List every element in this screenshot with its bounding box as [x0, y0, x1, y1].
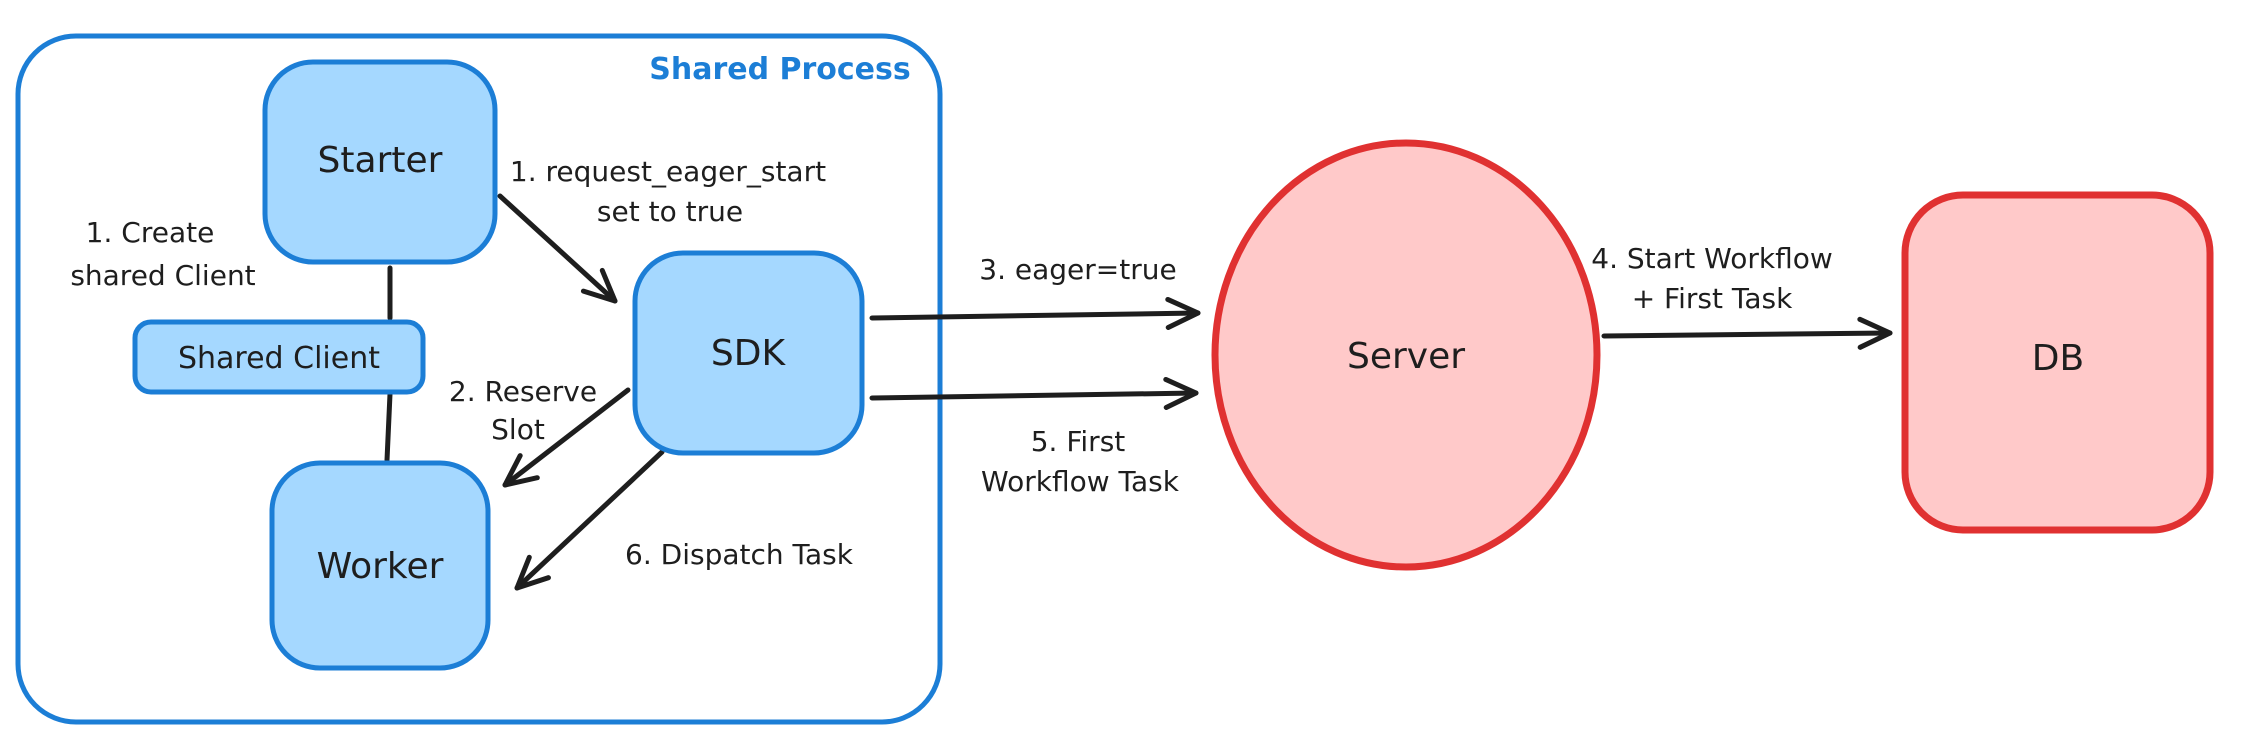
db-label: DB: [2032, 338, 2084, 379]
shared-process-label: Shared Process: [649, 52, 911, 87]
sdk-node: [632, 250, 865, 456]
worker-label: Worker: [317, 546, 444, 587]
start-workflow-note-line1: 4. Start Workflow: [1591, 242, 1833, 275]
server-label: Server: [1347, 336, 1465, 377]
sdk-to-server-first-task-arrow: [869, 376, 1199, 410]
server-to-db-arrow: [1601, 316, 1893, 350]
starter-label: Starter: [318, 140, 443, 181]
sdk-to-worker-reserve-arrow: [502, 387, 631, 488]
sdk-to-server-eager-arrow: [869, 296, 1201, 330]
create-shared-client-note-line2: shared Client: [70, 259, 255, 292]
request-eager-start-note-line1: 1. request_eager_start: [510, 155, 826, 188]
sdk-label: SDK: [711, 333, 787, 374]
shared-process-container: [15, 33, 943, 725]
create-shared-client-note-line1: 1. Create: [86, 216, 215, 249]
shared-client-label: Shared Client: [178, 341, 380, 376]
reserve-slot-note-line1: 2. Reserve: [449, 375, 597, 408]
dispatch-task-note: 6. Dispatch Task: [625, 538, 854, 571]
starter-node: [262, 59, 498, 265]
first-workflow-task-note-line1: 5. First: [1031, 425, 1126, 458]
db-node: [1901, 191, 2214, 534]
starter-to-sdk-arrow: [497, 193, 618, 304]
sharedclient-worker-connector: [384, 391, 393, 463]
reserve-slot-note-line2: Slot: [491, 413, 545, 446]
request-eager-start-note-line2: set to true: [597, 195, 743, 228]
server-node: [1211, 139, 1601, 571]
sdk-to-worker-dispatch-arrow: [514, 449, 665, 591]
worker-node: [269, 460, 491, 671]
start-workflow-note-line2: + First Task: [1632, 282, 1793, 315]
first-workflow-task-note-line2: Workflow Task: [981, 465, 1180, 498]
eager-true-note: 3. eager=true: [979, 253, 1176, 286]
shared-client-node: [132, 319, 426, 395]
